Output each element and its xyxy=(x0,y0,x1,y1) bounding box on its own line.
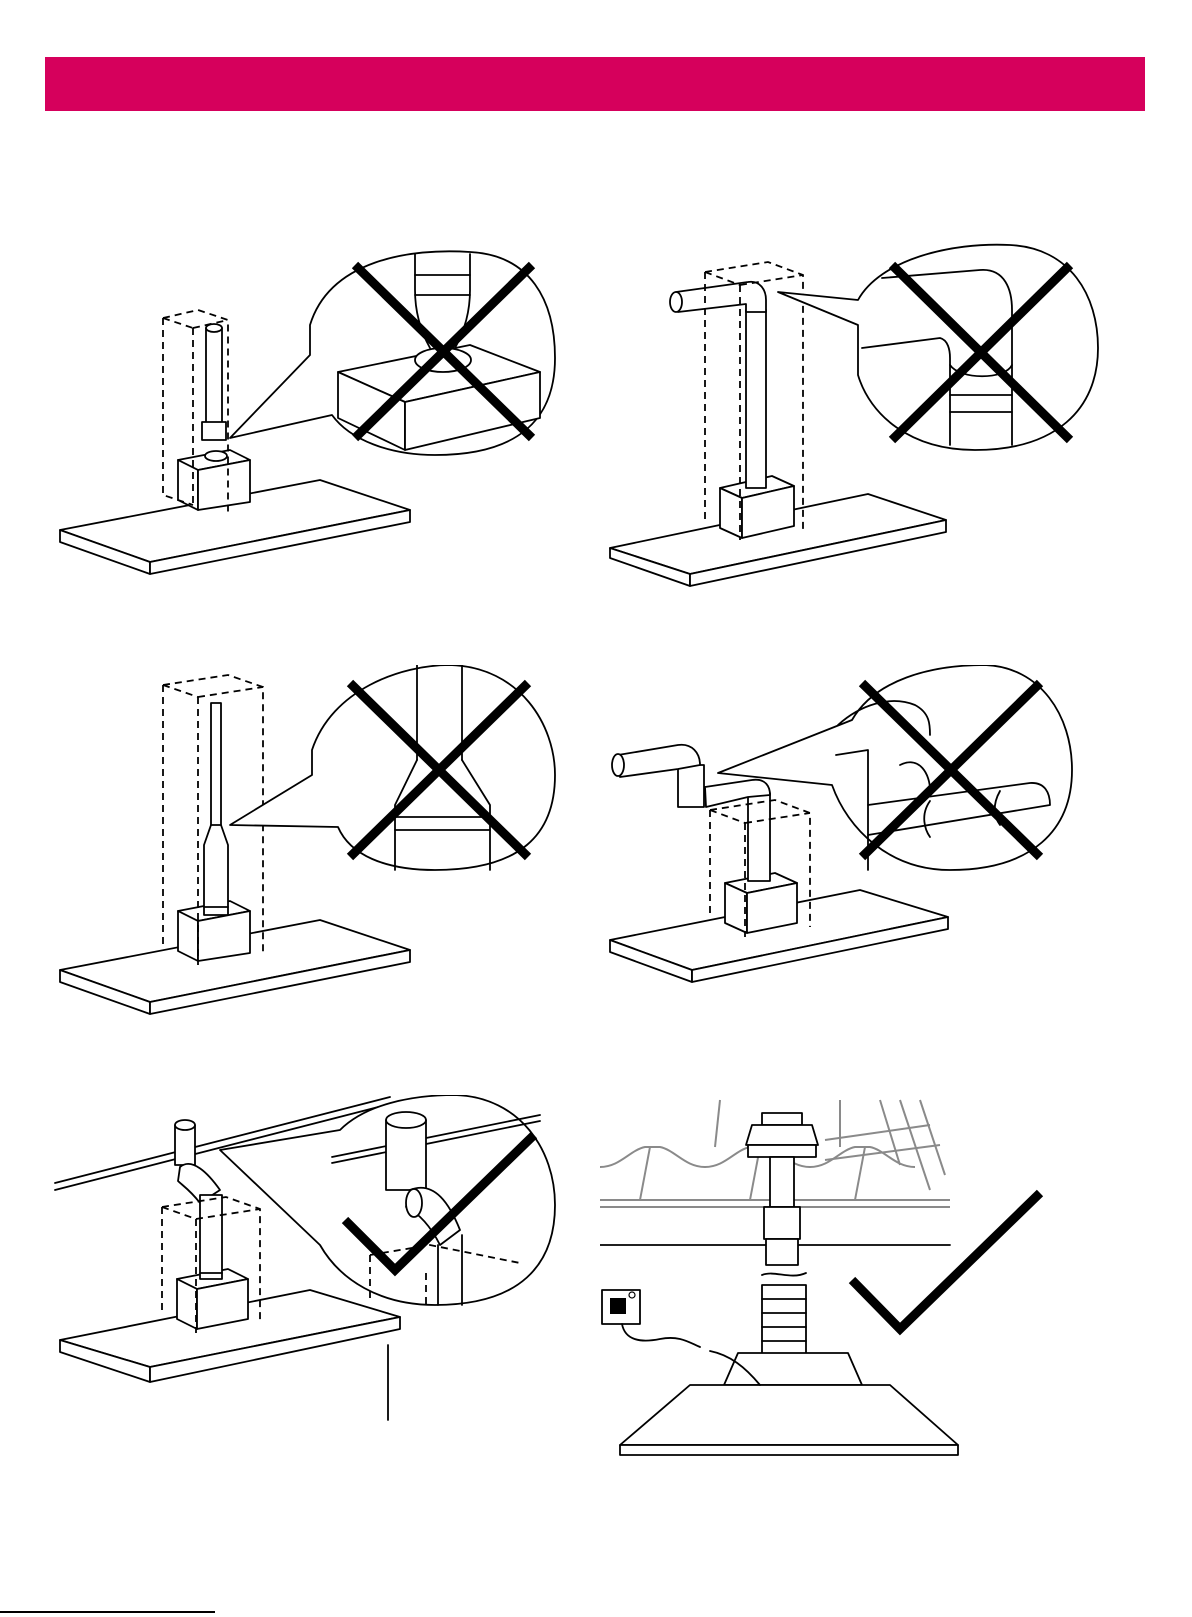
hood-canopy xyxy=(620,1353,958,1455)
zoom-callout xyxy=(220,1095,555,1305)
roof-vent xyxy=(746,1113,818,1265)
duct-pipe xyxy=(670,282,766,488)
wall-socket xyxy=(602,1290,640,1324)
panel-1 xyxy=(50,240,590,600)
panel-2 xyxy=(600,240,1140,620)
flexible-duct xyxy=(762,1273,806,1355)
panel-3 xyxy=(50,665,590,1055)
duct-pipe xyxy=(204,703,228,915)
header-bar xyxy=(45,57,1145,111)
footer-rule xyxy=(0,1611,215,1613)
panel-4 xyxy=(600,665,1140,1025)
duct-pipe xyxy=(202,324,226,440)
check-icon xyxy=(852,1193,1040,1329)
hood-unit xyxy=(178,450,250,510)
hood-unit xyxy=(725,873,797,933)
panel-6 xyxy=(600,1095,1140,1515)
zoom-callout xyxy=(230,251,555,455)
panel-5 xyxy=(50,1095,590,1455)
